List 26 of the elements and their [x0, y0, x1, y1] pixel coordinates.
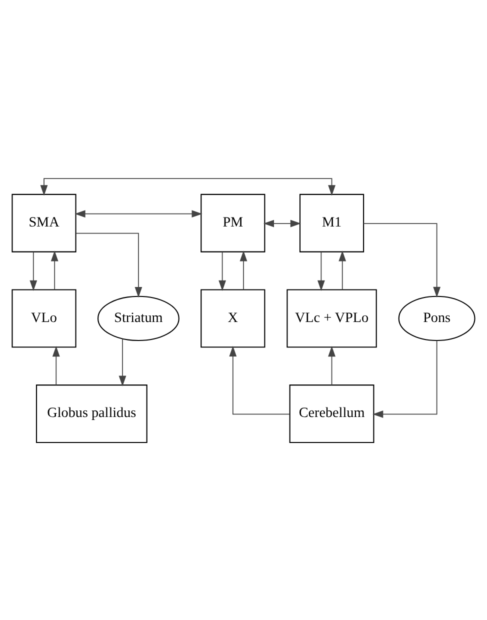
node-box: VLo [12, 288, 76, 348]
arrow [372, 340, 438, 418]
arrow [328, 345, 336, 385]
arrow [74, 210, 202, 218]
node-box: VLc + VPLo [286, 288, 377, 348]
node-ellipse: Striatum [97, 295, 180, 341]
node-ellipse: Pons [398, 295, 476, 341]
arrow [30, 251, 38, 291]
arrow [338, 250, 346, 290]
node-box: Cerebellum [289, 384, 374, 442]
arrow [229, 345, 290, 414]
arrow [118, 338, 126, 386]
node-box: SMA [12, 193, 76, 252]
arrow [317, 251, 325, 291]
arrow [52, 345, 60, 385]
node-box: X [200, 288, 266, 348]
node-box: PM [200, 193, 266, 252]
node-box: M1 [299, 193, 364, 252]
arrow [40, 178, 336, 196]
node-box: Globus pallidus [36, 384, 148, 442]
arrow [263, 219, 301, 227]
arrow [363, 222, 441, 298]
arrow [76, 232, 142, 298]
arrow [240, 250, 248, 290]
arrow [218, 251, 226, 291]
arrow [50, 250, 58, 290]
